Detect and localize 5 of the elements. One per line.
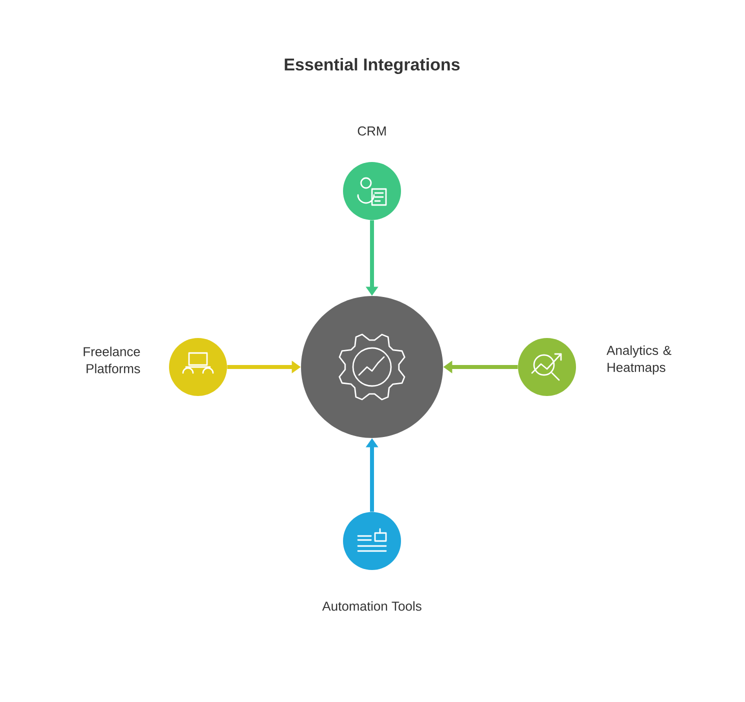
node-label: Automation Tools <box>322 601 422 611</box>
node-label: Freelance Platforms <box>84 346 140 374</box>
node-label: Analytics & Heatmaps <box>606 345 672 375</box>
node-label: CRM <box>358 126 386 136</box>
title: Essential Integrations <box>284 58 460 74</box>
